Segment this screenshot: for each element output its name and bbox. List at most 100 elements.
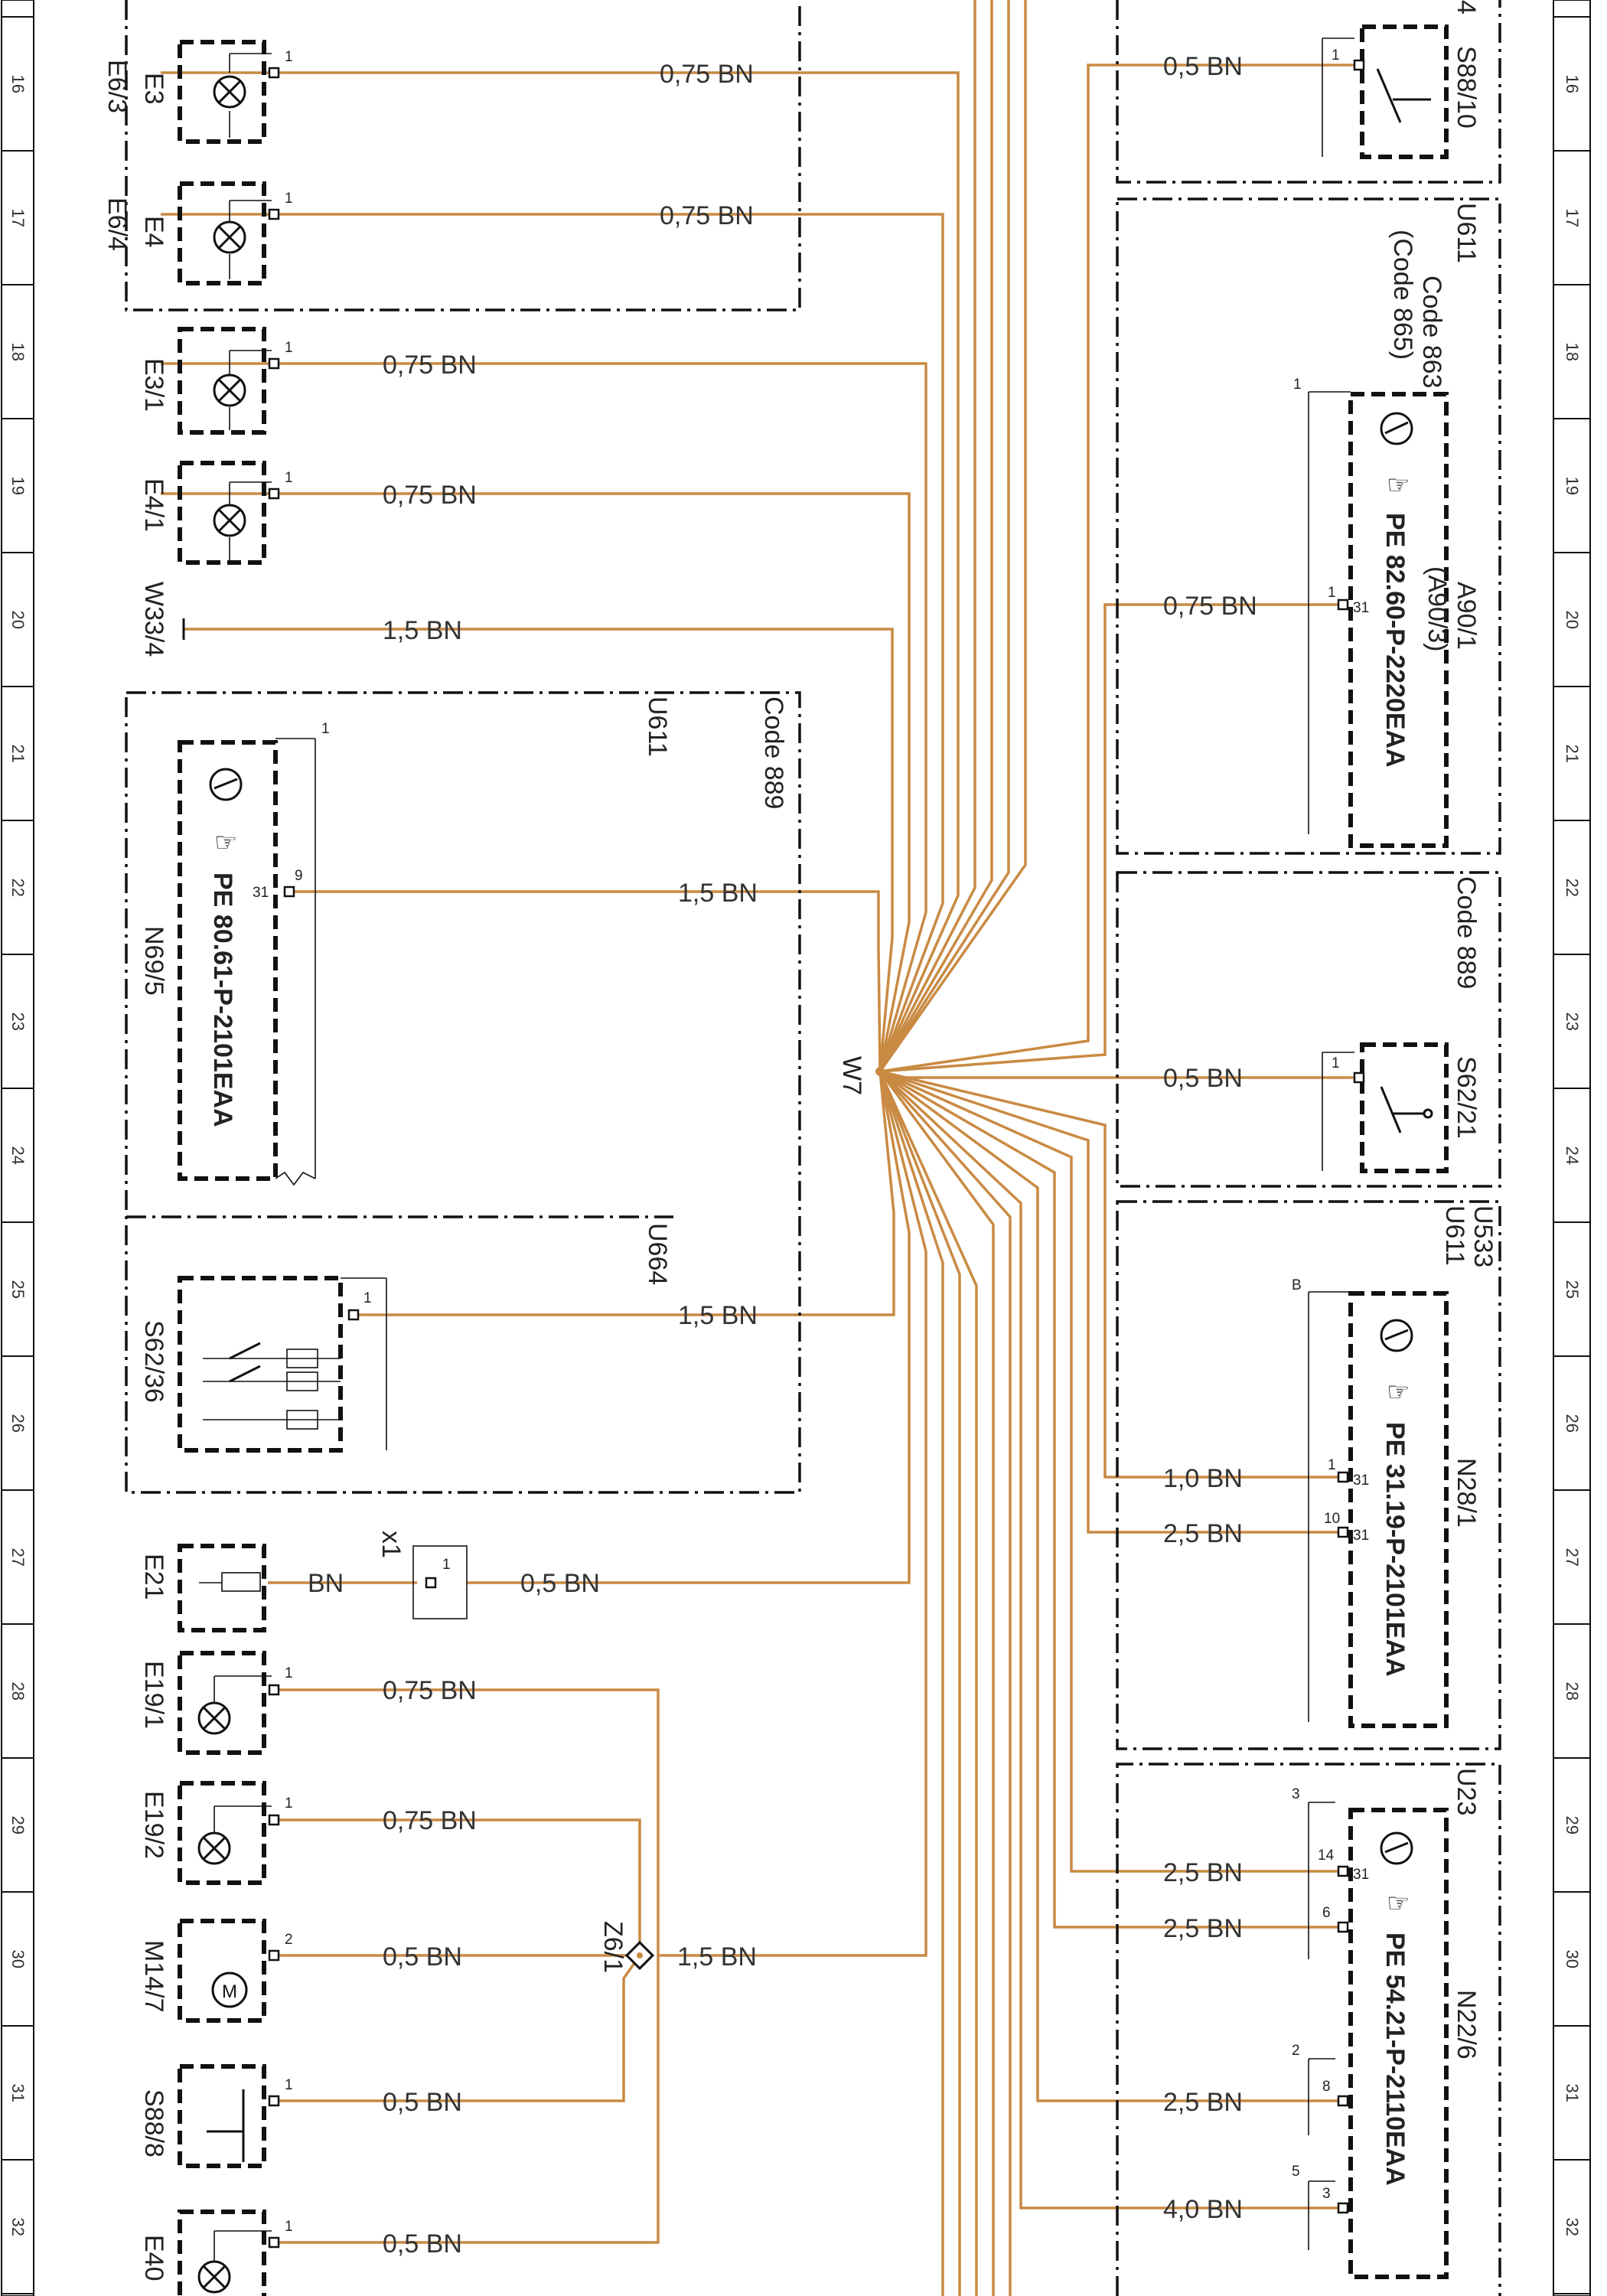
svg-text:1,5 BN: 1,5 BN <box>678 879 758 908</box>
svg-text:S62/36: S62/36 <box>139 1320 168 1403</box>
svg-text:E4/1: E4/1 <box>139 478 168 532</box>
grid-number: 24 <box>1563 1146 1582 1165</box>
svg-text:0,5 BN: 0,5 BN <box>520 1569 600 1598</box>
grid-number: 23 <box>1563 1013 1582 1031</box>
svg-text:E19/2: E19/2 <box>139 1791 168 1859</box>
svg-text:3: 3 <box>1322 2186 1331 2202</box>
svg-text:1: 1 <box>285 191 293 207</box>
svg-text:0,5 BN: 0,5 BN <box>383 2088 462 2117</box>
grid-number: 29 <box>1563 1816 1582 1835</box>
svg-text:1: 1 <box>1332 47 1340 64</box>
svg-text:5: 5 <box>1292 2164 1300 2180</box>
svg-text:U611: U611 <box>643 696 672 757</box>
wire-e4-1 <box>161 492 911 1072</box>
splice-w7: W7 <box>837 1056 885 1095</box>
svg-text:0,75 BN: 0,75 BN <box>1163 592 1257 621</box>
svg-text:1,5 BN: 1,5 BN <box>678 1301 758 1330</box>
splice-z6-label: Z6/1 <box>598 1921 627 1973</box>
svg-text:1: 1 <box>1328 585 1336 601</box>
lamp-e21: BN E21 <box>139 1544 344 1632</box>
svg-text:0,5 BN: 0,5 BN <box>383 2229 462 2258</box>
svg-text:PE 54.21-P-2110EAA: PE 54.21-P-2110EAA <box>1380 1932 1410 2186</box>
grid-number: 19 <box>8 477 28 495</box>
svg-text:N28/1: N28/1 <box>1452 1458 1481 1528</box>
svg-text:1: 1 <box>285 340 293 356</box>
svg-text:31: 31 <box>253 885 269 901</box>
grid-number: 25 <box>8 1280 28 1299</box>
svg-text:31: 31 <box>1353 1528 1369 1544</box>
svg-text:1: 1 <box>363 1290 372 1306</box>
svg-text:U23: U23 <box>1452 1768 1481 1815</box>
splice-z6-1: Z6/1 1,5 BN <box>598 1921 757 1973</box>
svg-text:U664: U664 <box>643 1223 672 1285</box>
svg-text:3: 3 <box>1292 1786 1300 1802</box>
svg-text:S88/8: S88/8 <box>139 2089 168 2157</box>
svg-text:S62/21: S62/21 <box>1452 1056 1481 1139</box>
grid-number: 20 <box>1563 611 1582 629</box>
svg-text:2: 2 <box>285 1932 293 1948</box>
svg-text:9: 9 <box>295 868 303 884</box>
wire-n28-1a <box>879 1070 1343 1479</box>
grid-number: 32 <box>8 2218 28 2236</box>
grid-number: 16 <box>8 75 28 93</box>
svg-text:PE 82.60-P-2220EAA: PE 82.60-P-2220EAA <box>1380 513 1410 768</box>
svg-text:PE 31.19-P-2101EAA: PE 31.19-P-2101EAA <box>1380 1422 1410 1677</box>
svg-text:Code 889: Code 889 <box>759 696 788 809</box>
grid-number: 32 <box>1563 2218 1582 2236</box>
lamp-e4: 1 0,75 BN E4 <box>139 181 754 285</box>
wire-n28-1b <box>879 1070 1343 1534</box>
module-box-n69-5: Code 889 U611 1 31 9 ☞ PE 80.61-P-2101EA… <box>125 691 801 1494</box>
wire-s62-36 <box>357 1071 895 1316</box>
svg-text:E3: E3 <box>139 73 168 105</box>
grid-number: 18 <box>8 343 28 361</box>
svg-text:A90/1: A90/1 <box>1452 582 1481 650</box>
svg-text:0,75 BN: 0,75 BN <box>383 351 477 380</box>
grid-number: 28 <box>1563 1682 1582 1701</box>
motor-m14-7: M 2 0,5 BN M14/7 <box>139 1919 462 2023</box>
grid-number: 28 <box>8 1682 28 1701</box>
svg-text:0,75 BN: 0,75 BN <box>660 201 754 230</box>
wire-e40 <box>272 1955 660 2244</box>
svg-text:1: 1 <box>285 2077 293 2093</box>
svg-text:1: 1 <box>285 1665 293 1681</box>
svg-text:1: 1 <box>1293 377 1302 393</box>
grid-number: 29 <box>8 1816 28 1835</box>
grid-number: 26 <box>8 1414 28 1433</box>
wire-a90-1 <box>879 603 1343 1073</box>
svg-text:8: 8 <box>1322 2079 1331 2095</box>
connector-x1: 1 x1 0,5 BN <box>376 1531 600 1619</box>
svg-text:W33/4: W33/4 <box>139 582 168 657</box>
grid-number: 17 <box>8 209 28 227</box>
svg-text:0,75 BN: 0,75 BN <box>383 481 477 510</box>
svg-text:E6/4: E6/4 <box>103 197 132 251</box>
svg-text:0,75 BN: 0,75 BN <box>383 1806 477 1835</box>
wire-s88-8 <box>272 1954 641 2102</box>
lamp-e4-1: 1 0,75 BN E4/1 <box>139 461 477 565</box>
svg-text:E21: E21 <box>139 1554 168 1600</box>
svg-text:N22/6: N22/6 <box>1452 1990 1481 2060</box>
svg-text:0,75 BN: 0,75 BN <box>660 60 754 89</box>
grid-number: 18 <box>1563 343 1582 361</box>
hand-pointer-icon: ☞ <box>214 828 237 857</box>
motor-icon: M <box>222 1981 237 2002</box>
wire-e3 <box>161 71 960 1072</box>
svg-text:1: 1 <box>285 2219 293 2235</box>
grid-number: 31 <box>1563 2084 1582 2102</box>
svg-text:31: 31 <box>1353 1473 1369 1489</box>
wire-z6-trunk <box>658 1071 927 1957</box>
lamp-e19-1: 1 0,75 BN E19/1 <box>139 1651 477 1755</box>
grid-number: 30 <box>1563 1950 1582 1968</box>
svg-text:2,5 BN: 2,5 BN <box>1163 2088 1243 2117</box>
svg-text:2: 2 <box>1292 2043 1300 2059</box>
svg-text:E40: E40 <box>139 2235 168 2281</box>
grid-number: 22 <box>1563 879 1582 897</box>
svg-text:0,5 BN: 0,5 BN <box>1163 52 1243 81</box>
grid-number: 26 <box>1563 1414 1582 1433</box>
wire-n22-6d <box>878 1070 1343 2210</box>
svg-text:1: 1 <box>1332 1055 1340 1071</box>
module-a90-1: U611 Code 863 (Code 865) 1 1 31 ☞ PE 82.… <box>1116 197 1501 855</box>
wire-harness <box>161 0 1358 2296</box>
grid-number: 27 <box>8 1548 28 1567</box>
svg-text:BN: BN <box>308 1569 344 1598</box>
grid-number: 24 <box>8 1146 28 1165</box>
